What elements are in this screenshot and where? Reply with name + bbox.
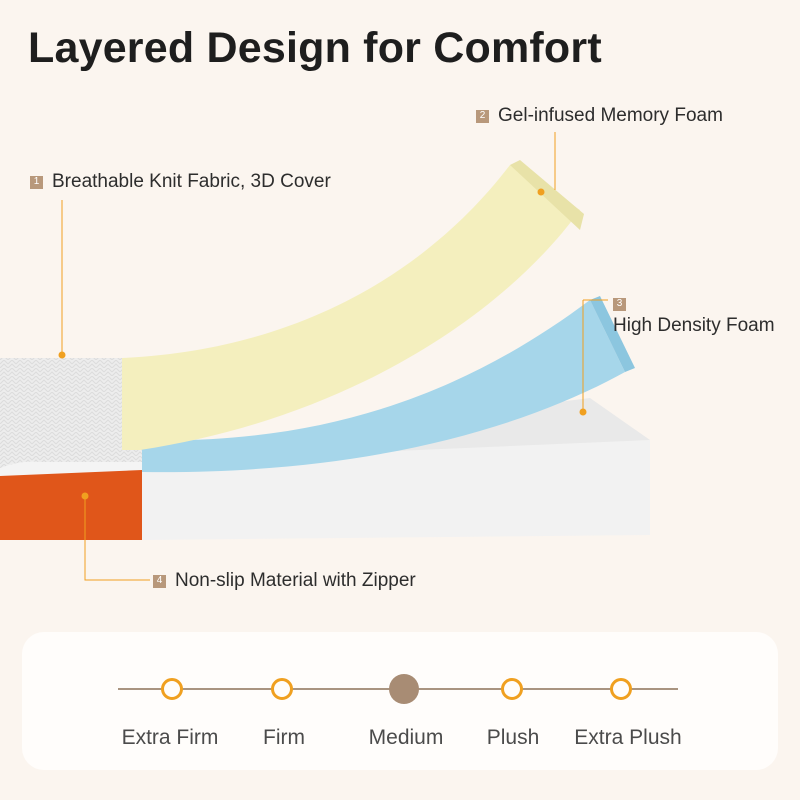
firmness-label-extra-firm: Extra Firm (121, 726, 219, 749)
firmness-label-extra-plush: Extra Plush (574, 726, 682, 749)
firmness-label-plush: Plush (486, 726, 540, 749)
firmness-label-firm: Firm (263, 726, 305, 749)
callout-label: Gel-infused Memory Foam (498, 105, 723, 126)
page-title: Layered Design for Comfort (28, 24, 602, 72)
callout-number: 3 (613, 297, 626, 311)
callout-leader-lines (61, 132, 608, 581)
callout-non-slip: 4 Non-slip Material with Zipper (153, 570, 416, 592)
callout-label: Non-slip Material with Zipper (175, 570, 416, 591)
firmness-dot-plush (501, 678, 523, 700)
gel-foam-layer (122, 160, 584, 450)
callout-number: 1 (30, 175, 43, 189)
firmness-dot-extra-firm (161, 678, 183, 700)
callout-label: High Density Foam (613, 314, 775, 336)
callout-high-density-foam: 3 High Density Foam (613, 290, 775, 337)
firmness-dot-extra-plush (610, 678, 632, 700)
callout-label: Breathable Knit Fabric, 3D Cover (52, 171, 331, 192)
firmness-scale-panel: Extra Firm Firm Medium Plush Extra Plush (22, 632, 778, 770)
mattress-layers-illustration (0, 132, 650, 581)
firmness-dot-firm (271, 678, 293, 700)
callout-number: 2 (476, 109, 489, 123)
blue-foam-layer (142, 296, 635, 473)
callout-anchor-dots (58, 188, 587, 500)
callout-cover: 1 Breathable Knit Fabric, 3D Cover (30, 171, 331, 193)
firmness-dot-medium (389, 674, 419, 704)
callout-number: 4 (153, 574, 166, 588)
knit-cover-layer (0, 358, 142, 540)
callout-gel-foam: 2 Gel-infused Memory Foam (476, 105, 723, 127)
firmness-label-medium: Medium (368, 726, 444, 749)
